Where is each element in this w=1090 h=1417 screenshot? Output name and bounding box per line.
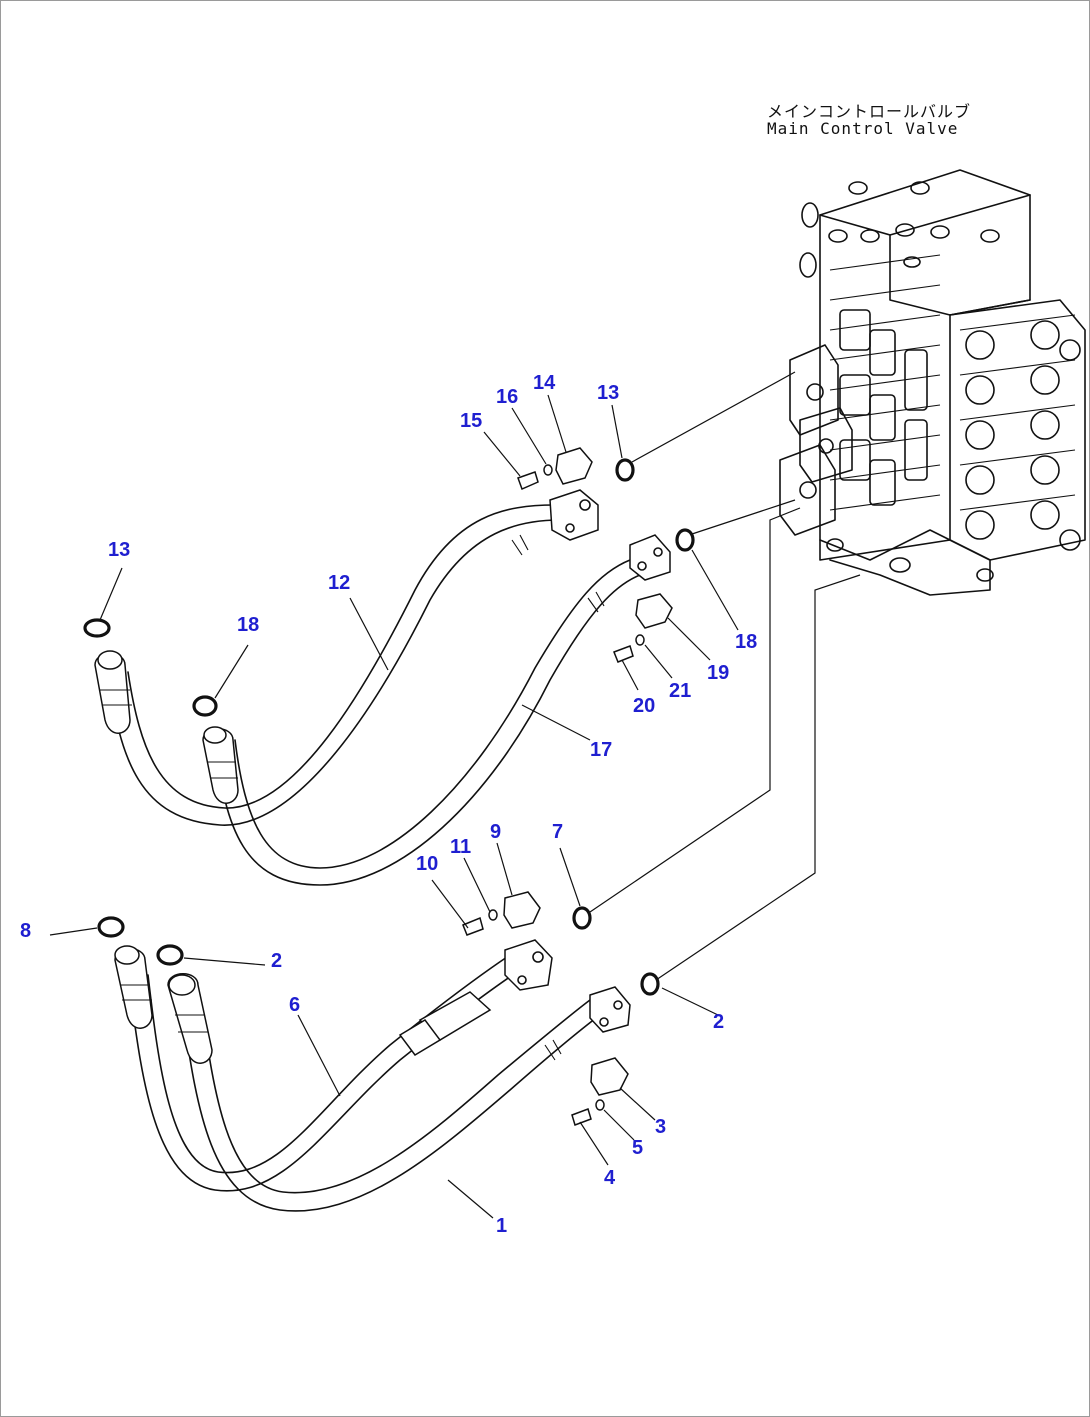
washer-11 bbox=[488, 909, 498, 921]
callout-14: 14 bbox=[533, 372, 556, 394]
leader-lines bbox=[49, 394, 739, 1219]
callout-3: 3 bbox=[655, 1116, 666, 1138]
o-ring-7 bbox=[572, 906, 592, 930]
clamp-14 bbox=[555, 447, 593, 485]
washer-16 bbox=[543, 464, 553, 476]
callout-20: 20 bbox=[633, 695, 655, 717]
hose-12 bbox=[94, 489, 599, 826]
bolt-15 bbox=[517, 471, 539, 491]
connection-lines bbox=[589, 371, 861, 981]
valve-label-jp: メインコントロールバルブ bbox=[767, 102, 971, 121]
o-ring-18-left bbox=[192, 695, 218, 717]
hardware bbox=[462, 447, 673, 1126]
valve-label-en: Main Control Valve bbox=[767, 119, 958, 138]
callout-19: 19 bbox=[707, 662, 729, 684]
bolt-10 bbox=[462, 916, 484, 936]
clamp-19 bbox=[635, 593, 673, 629]
washer-21 bbox=[635, 634, 645, 646]
bolt-4 bbox=[571, 1108, 592, 1126]
bolt-20 bbox=[613, 645, 634, 663]
o-ring-8 bbox=[97, 916, 125, 938]
hose-17 bbox=[202, 534, 671, 886]
callout-5: 5 bbox=[632, 1137, 643, 1159]
callout-16: 16 bbox=[496, 386, 518, 408]
callout-4: 4 bbox=[604, 1167, 616, 1189]
o-rings bbox=[83, 458, 695, 996]
callout-7: 7 bbox=[552, 821, 563, 843]
clamp-3 bbox=[590, 1057, 629, 1096]
callout-6: 6 bbox=[289, 994, 300, 1016]
hose-1 bbox=[167, 973, 631, 1212]
callout-15: 15 bbox=[460, 410, 482, 432]
callout-10: 10 bbox=[416, 853, 438, 875]
callout-2-right: 2 bbox=[713, 1011, 724, 1033]
callout-2-left: 2 bbox=[271, 950, 282, 972]
callout-8: 8 bbox=[20, 920, 31, 942]
callout-21: 21 bbox=[669, 680, 691, 702]
callout-1: 1 bbox=[496, 1215, 507, 1237]
callout-17: 17 bbox=[590, 739, 612, 761]
callout-13-upper: 13 bbox=[597, 382, 619, 404]
o-ring-2-right bbox=[640, 972, 660, 996]
main-control-valve bbox=[779, 169, 1086, 596]
o-ring-2-left bbox=[156, 944, 184, 966]
hose-6 bbox=[114, 939, 553, 1192]
callout-11: 11 bbox=[450, 836, 471, 858]
callout-18-right: 18 bbox=[735, 631, 757, 653]
washer-5 bbox=[595, 1099, 605, 1111]
callout-12: 12 bbox=[328, 572, 350, 594]
clamp-9 bbox=[503, 891, 541, 929]
callout-9: 9 bbox=[490, 821, 501, 843]
callout-18-left: 18 bbox=[237, 614, 259, 636]
o-ring-13-upper bbox=[615, 458, 635, 482]
callouts: 13 18 12 15 16 14 13 18 19 21 20 17 10 1… bbox=[20, 372, 757, 1237]
o-ring-13-left bbox=[83, 618, 111, 638]
o-ring-18-upper bbox=[675, 528, 695, 552]
callout-13-left: 13 bbox=[108, 539, 130, 561]
